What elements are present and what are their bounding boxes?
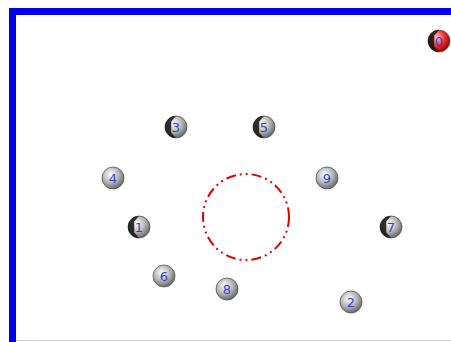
ball-number: 0: [427, 29, 451, 49]
ball: 7: [379, 215, 403, 239]
top-rail: [9, 8, 451, 15]
ball-number: 3: [164, 115, 188, 135]
ball-number: 5: [252, 115, 276, 135]
ball: 1: [127, 215, 151, 239]
ball: 9: [315, 166, 339, 190]
ball: 5: [252, 115, 276, 139]
ball: 8: [215, 277, 239, 301]
ball: 0: [427, 29, 451, 53]
ball: 3: [164, 115, 188, 139]
left-rail: [9, 8, 16, 342]
ball-number: 4: [101, 166, 125, 186]
ball-number: 9: [315, 166, 339, 186]
ball-number: 2: [339, 290, 363, 310]
target-circle: [203, 174, 289, 260]
ball-number: 1: [127, 215, 151, 235]
ball-number: 6: [152, 264, 176, 284]
ball-number: 7: [379, 215, 403, 235]
ball: 2: [339, 290, 363, 314]
ball: 4: [101, 166, 125, 190]
ball-number: 8: [215, 277, 239, 297]
bottom-edge: [16, 340, 451, 341]
ball: 6: [152, 264, 176, 288]
